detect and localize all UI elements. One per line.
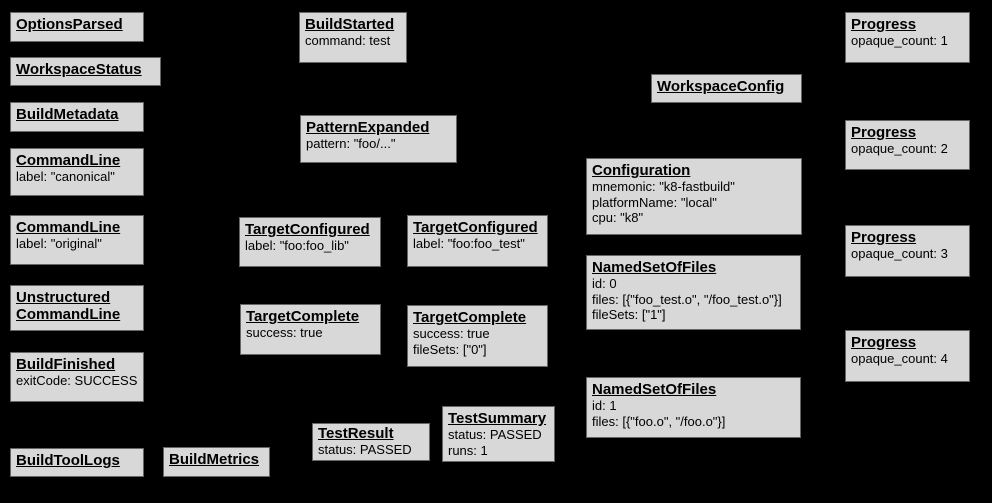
event-attribute: fileSets: ["1"] xyxy=(592,307,666,322)
event-title: TestResult xyxy=(318,425,394,442)
event-title: WorkspaceConfig xyxy=(657,78,785,95)
event-title: PatternExpanded xyxy=(306,119,430,136)
event-box-options-parsed: OptionsParsed xyxy=(10,12,144,42)
event-box-build-metrics: BuildMetrics xyxy=(163,447,270,477)
event-title: Progress xyxy=(851,124,917,141)
event-box-build-metadata: BuildMetadata xyxy=(10,102,144,132)
event-title: TargetConfigured xyxy=(245,221,370,238)
event-attribute: label: "canonical" xyxy=(16,169,115,184)
event-attribute: label: "foo:foo_lib" xyxy=(245,238,349,253)
event-attribute: success: true xyxy=(246,325,323,340)
event-title: Progress xyxy=(851,229,917,246)
event-title: OptionsParsed xyxy=(16,16,123,33)
event-attribute: label: "original" xyxy=(16,236,102,251)
event-title: CommandLine xyxy=(16,306,121,323)
event-attribute: status: PASSED xyxy=(318,442,412,457)
event-attribute: label: "foo:foo_test" xyxy=(413,236,525,251)
event-attribute: files: [{"foo_test.o", "/foo_test.o"}] xyxy=(592,291,782,307)
event-attribute: status: PASSED xyxy=(448,427,542,442)
event-title: TestSummary xyxy=(448,410,547,427)
event-title: NamedSetOfFiles xyxy=(592,381,717,398)
event-attribute: opaque_count: 2 xyxy=(851,141,948,156)
event-title: TargetComplete xyxy=(413,309,527,326)
event-attribute: success: true xyxy=(413,326,490,341)
event-attribute: id: 1 xyxy=(592,398,617,413)
event-attribute: exitCode: SUCCESS xyxy=(16,373,138,388)
event-attribute: opaque_count: 3 xyxy=(851,246,948,261)
event-attribute: cpu: "k8" xyxy=(592,210,644,225)
event-attribute: runs: 1 xyxy=(448,442,488,458)
event-box-workspace-config: WorkspaceConfig xyxy=(651,74,802,103)
event-attribute: id: 0 xyxy=(592,276,617,291)
event-box-workspace-status: WorkspaceStatus xyxy=(10,57,161,86)
event-attribute: pattern: "foo/..." xyxy=(306,136,396,151)
event-title: Progress xyxy=(851,16,917,33)
event-attribute: mnemonic: "k8-fastbuild" xyxy=(592,179,735,194)
event-title: Configuration xyxy=(592,162,691,179)
event-title: BuildFinished xyxy=(16,356,116,373)
event-title: TargetComplete xyxy=(246,308,360,325)
event-title: Progress xyxy=(851,334,917,351)
event-attribute: files: [{"foo.o", "/foo.o"}] xyxy=(592,413,726,429)
event-title: BuildStarted xyxy=(305,16,395,33)
event-box-build-tool-logs: BuildToolLogs xyxy=(10,448,144,477)
event-title: WorkspaceStatus xyxy=(16,61,142,78)
event-title: BuildMetadata xyxy=(16,106,119,123)
event-title: NamedSetOfFiles xyxy=(592,259,717,276)
event-title: CommandLine xyxy=(16,152,121,169)
event-title: BuildMetrics xyxy=(169,451,260,468)
event-attribute: command: test xyxy=(305,33,391,48)
event-attribute: fileSets: ["0"] xyxy=(413,341,487,357)
event-title: BuildToolLogs xyxy=(16,452,120,469)
event-title: TargetConfigured xyxy=(413,219,538,236)
event-attribute: platformName: "local" xyxy=(592,194,717,210)
event-title: Unstructured xyxy=(16,289,111,306)
event-attribute: opaque_count: 4 xyxy=(851,351,948,366)
event-attribute: opaque_count: 1 xyxy=(851,33,948,48)
event-title: CommandLine xyxy=(16,219,121,236)
